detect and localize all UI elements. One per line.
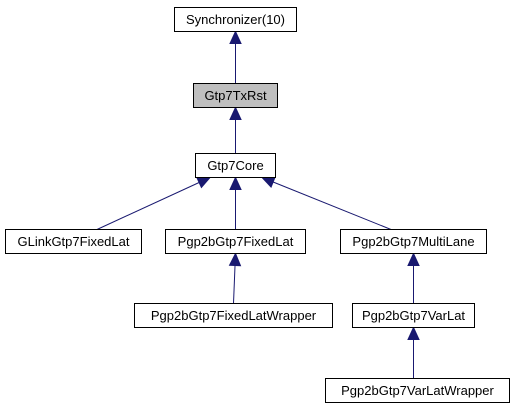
node-pgp2bgtp7fixedlatwrapper[interactable]: Pgp2bGtp7FixedLatWrapper	[134, 303, 333, 328]
arrowhead-icon	[229, 106, 242, 120]
arrowhead-icon	[229, 30, 242, 44]
edge-line	[96, 182, 200, 230]
edge-line	[272, 181, 392, 230]
edge-pgp2bgtp7fixedlatwrapper-to-pgp2bgtp7fixedlat	[228, 252, 242, 304]
edges-layer	[96, 30, 420, 379]
node-gtp7core[interactable]: Gtp7Core	[195, 153, 276, 178]
edge-pgp2bgtp7fixedlat-to-gtp7core	[229, 176, 242, 230]
node-synchronizer[interactable]: Synchronizer(10)	[174, 7, 297, 32]
arrowhead-icon	[229, 176, 242, 190]
node-label-synchronizer: Synchronizer(10)	[186, 12, 285, 27]
arrowhead-icon	[196, 176, 212, 189]
node-pgp2bgtp7varlatwrapper[interactable]: Pgp2bGtp7VarLatWrapper	[325, 378, 510, 403]
node-glinkgtp7fixedlat[interactable]: GLinkGtp7FixedLat	[5, 229, 142, 254]
node-label-pgp2bgtp7varlatwrapper: Pgp2bGtp7VarLatWrapper	[341, 383, 494, 398]
edge-gtp7core-to-gtp7txrst	[229, 106, 242, 154]
node-gtp7txrst[interactable]: Gtp7TxRst	[193, 83, 278, 108]
node-label-pgp2bgtp7multilane: Pgp2bGtp7MultiLane	[352, 234, 474, 249]
node-label-glinkgtp7fixedlat: GLinkGtp7FixedLat	[17, 234, 129, 249]
arrowhead-icon	[228, 252, 242, 267]
edge-gtp7txrst-to-synchronizer	[229, 30, 242, 84]
edge-pgp2bgtp7multilane-to-gtp7core	[260, 176, 392, 230]
edge-glinkgtp7fixedlat-to-gtp7core	[96, 176, 212, 230]
node-pgp2bgtp7varlat[interactable]: Pgp2bGtp7VarLat	[352, 303, 475, 328]
node-label-pgp2bgtp7fixedlat: Pgp2bGtp7FixedLat	[178, 234, 294, 249]
arrowhead-icon	[260, 176, 276, 188]
arrowhead-icon	[407, 326, 420, 340]
node-label-pgp2bgtp7fixedlatwrapper: Pgp2bGtp7FixedLatWrapper	[151, 308, 317, 323]
node-pgp2bgtp7multilane[interactable]: Pgp2bGtp7MultiLane	[340, 229, 487, 254]
node-pgp2bgtp7fixedlat[interactable]: Pgp2bGtp7FixedLat	[165, 229, 306, 254]
edge-line	[233, 265, 236, 304]
arrowhead-icon	[407, 252, 420, 266]
edge-pgp2bgtp7varlat-to-pgp2bgtp7multilane	[407, 252, 420, 304]
node-label-pgp2bgtp7varlat: Pgp2bGtp7VarLat	[362, 308, 465, 323]
node-label-gtp7txrst: Gtp7TxRst	[204, 88, 267, 103]
node-label-gtp7core: Gtp7Core	[207, 158, 263, 173]
edge-pgp2bgtp7varlatwrapper-to-pgp2bgtp7varlat	[407, 326, 420, 379]
